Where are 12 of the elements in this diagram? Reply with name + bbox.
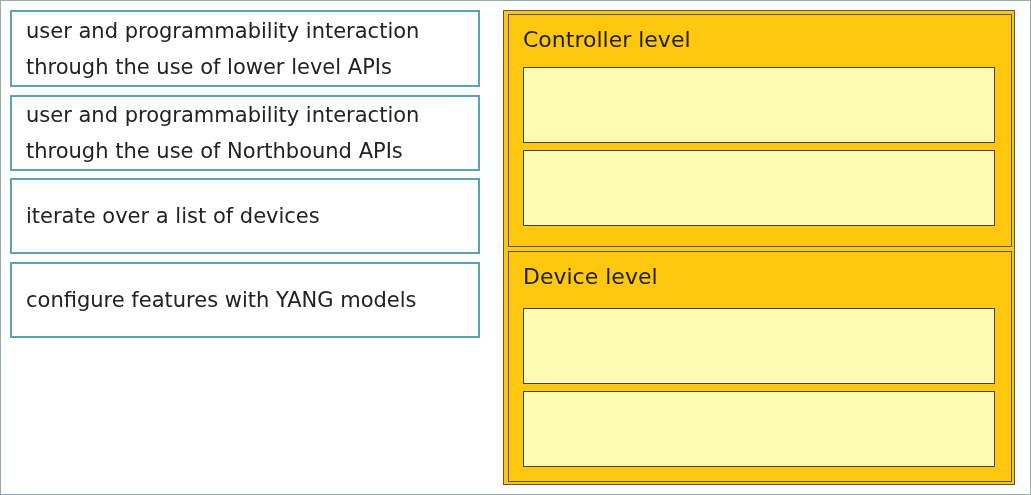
answer-option: configure features with YANG models [10,262,480,338]
level-panel [508,251,1012,482]
panel-title: Controller level [523,27,691,52]
level-panel [508,14,1012,247]
drop-slot [523,150,995,226]
drop-slot [523,391,995,467]
panel-title: Device level [523,264,658,289]
answer-option: iterate over a list of devices [10,178,480,254]
answer-option: user and programmability interaction through the use of Northbound APIs [10,95,480,171]
answer-option: user and programmability interaction through the use of lower level APIs [10,10,480,87]
drop-slot [523,67,995,143]
drop-slot [523,308,995,384]
